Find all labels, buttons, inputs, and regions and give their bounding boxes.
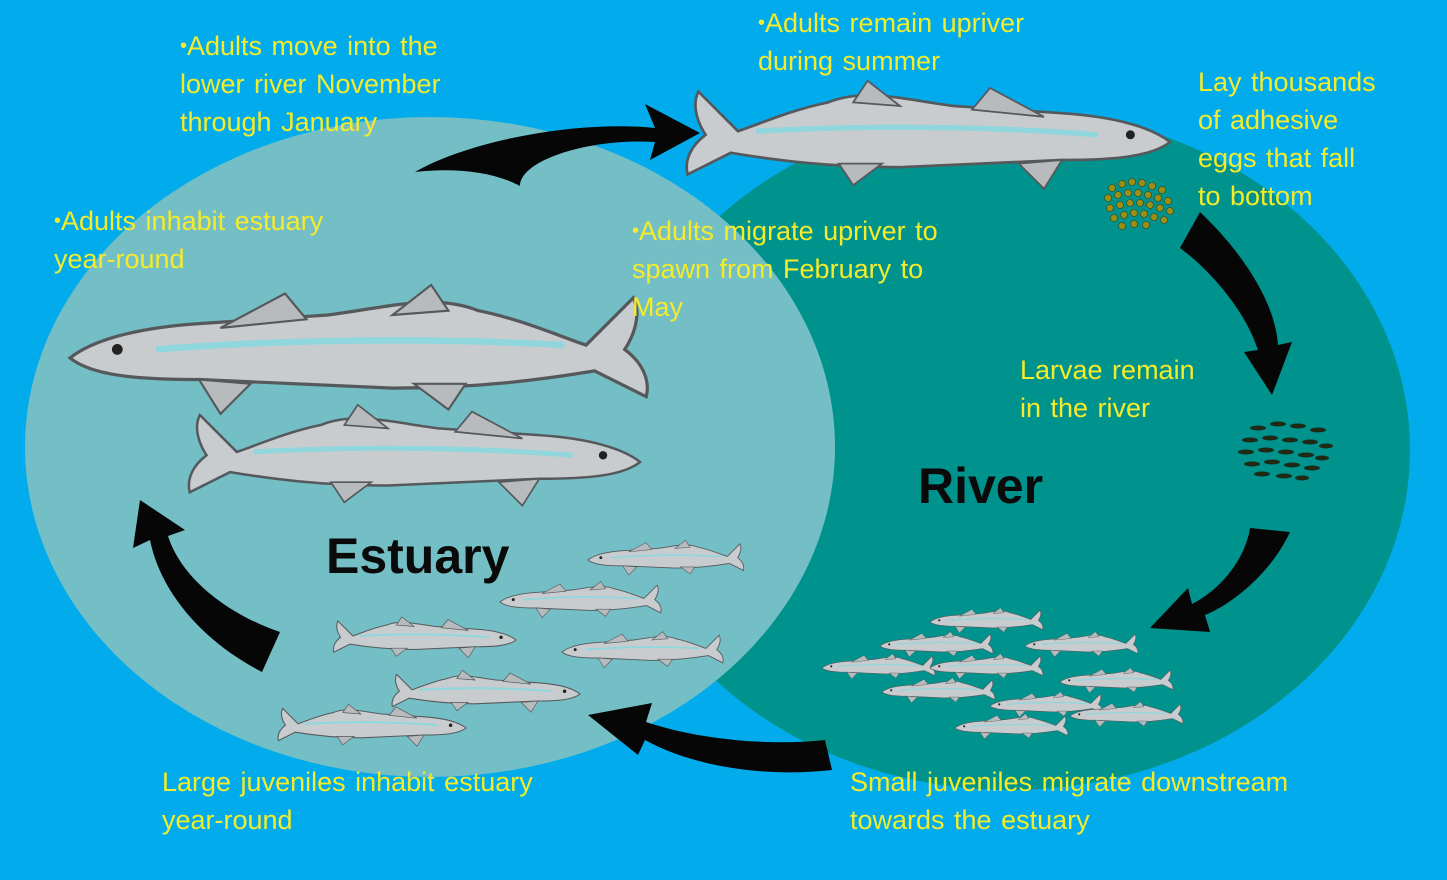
label-migrate-upriver: Adults migrate upriver to spawn from Feb… [632,212,938,326]
label-inhabit-estuary: Adults inhabit estuary year-round [54,202,323,278]
label-remain-upriver: Adults remain upriver during summer [758,4,1024,80]
label-larvae: Larvae remain in the river [1020,351,1195,427]
region-title-estuary: Estuary [326,528,509,584]
label-lay-eggs: Lay thousands of adhesive eggs that fall… [1198,63,1376,215]
label-large-juveniles: Large juveniles inhabit estuary year-rou… [162,763,533,839]
label-move-lower-river: Adults move into the lower river Novembe… [180,27,441,141]
region-title-river: River [918,458,1043,514]
label-small-juveniles: Small juveniles migrate downstream towar… [850,763,1288,839]
